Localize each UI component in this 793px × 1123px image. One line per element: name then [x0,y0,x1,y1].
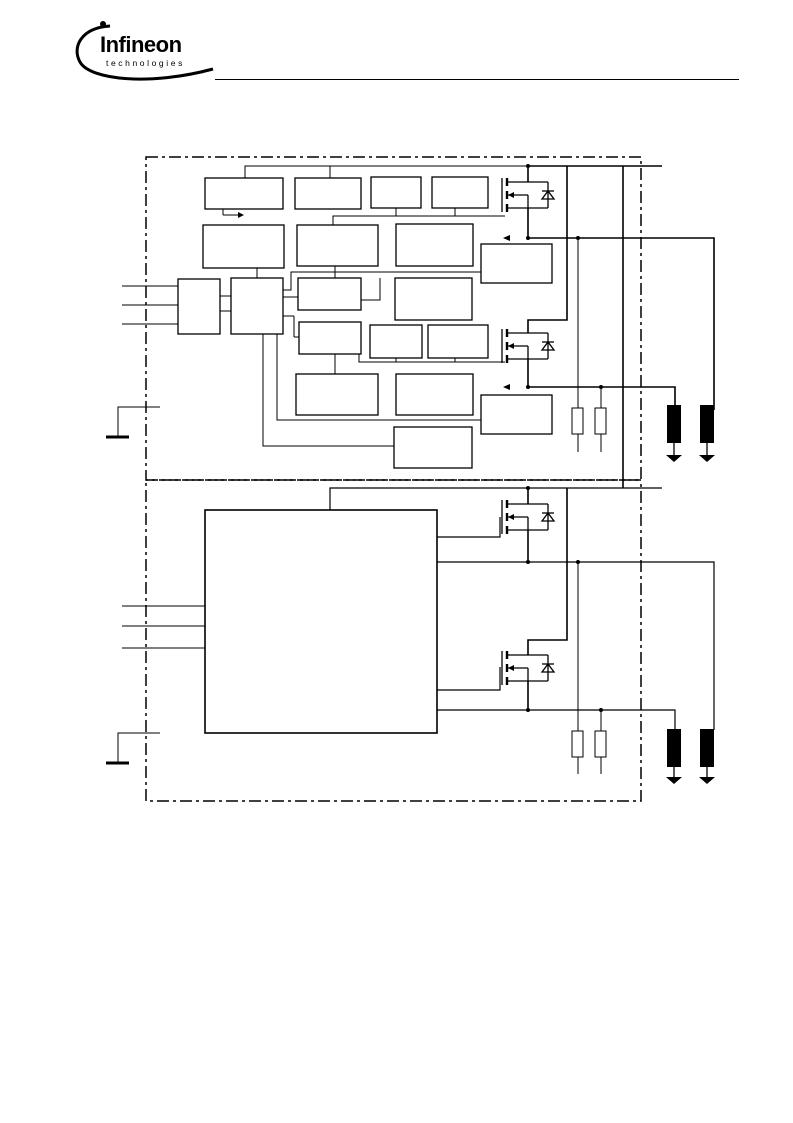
lower-control-block [204,509,438,734]
upper-function-blocks [177,176,553,469]
block-top-2 [294,177,362,210]
block-logic-out-2 [298,321,362,355]
block-mid-3 [395,223,474,267]
lower-chip-outline [145,479,642,802]
block-mid-4 [394,277,473,321]
block-low-4 [427,324,489,359]
lower-input-lines [106,605,205,765]
block-top-4 [431,176,489,209]
upper-power-wiring [527,165,715,488]
upper-mosfet-2 [500,327,556,365]
upper-input-lines [106,285,178,439]
upper-internal-wiring [220,165,528,447]
upper-driver-arrows [503,164,603,390]
logo-swoosh-icon [75,21,214,81]
lower-loads [666,729,715,784]
block-bottom-2 [295,373,379,416]
block-logic [230,277,284,335]
block-logic-out-1 [297,277,362,311]
lower-mosfet-2 [500,649,556,687]
block-mid-2 [296,224,379,267]
block-top-left [204,177,284,210]
infineon-logo: Infineon technologies [70,14,220,86]
block-bottom-3 [395,373,474,416]
block-mid-left [202,224,285,269]
upper-chip-outline [145,156,642,481]
block-driver-1 [480,243,553,284]
logo-tagline-text: technologies [106,58,185,68]
block-low-3 [369,324,423,359]
block-diag [393,426,473,469]
lower-sense-resistors [571,562,607,774]
block-top-3 [370,176,422,209]
block-input-1 [177,278,221,335]
header-rule [215,79,739,80]
lower-mosfet-1 [500,498,556,536]
upper-loads [666,405,715,462]
upper-mosfet-1 [500,176,556,214]
lower-junctions [526,486,603,712]
logo-brand-text: Infineon [100,32,182,57]
upper-sense-resistors [571,238,607,452]
block-driver-2 [480,394,553,435]
lower-power-wiring [527,488,568,710]
